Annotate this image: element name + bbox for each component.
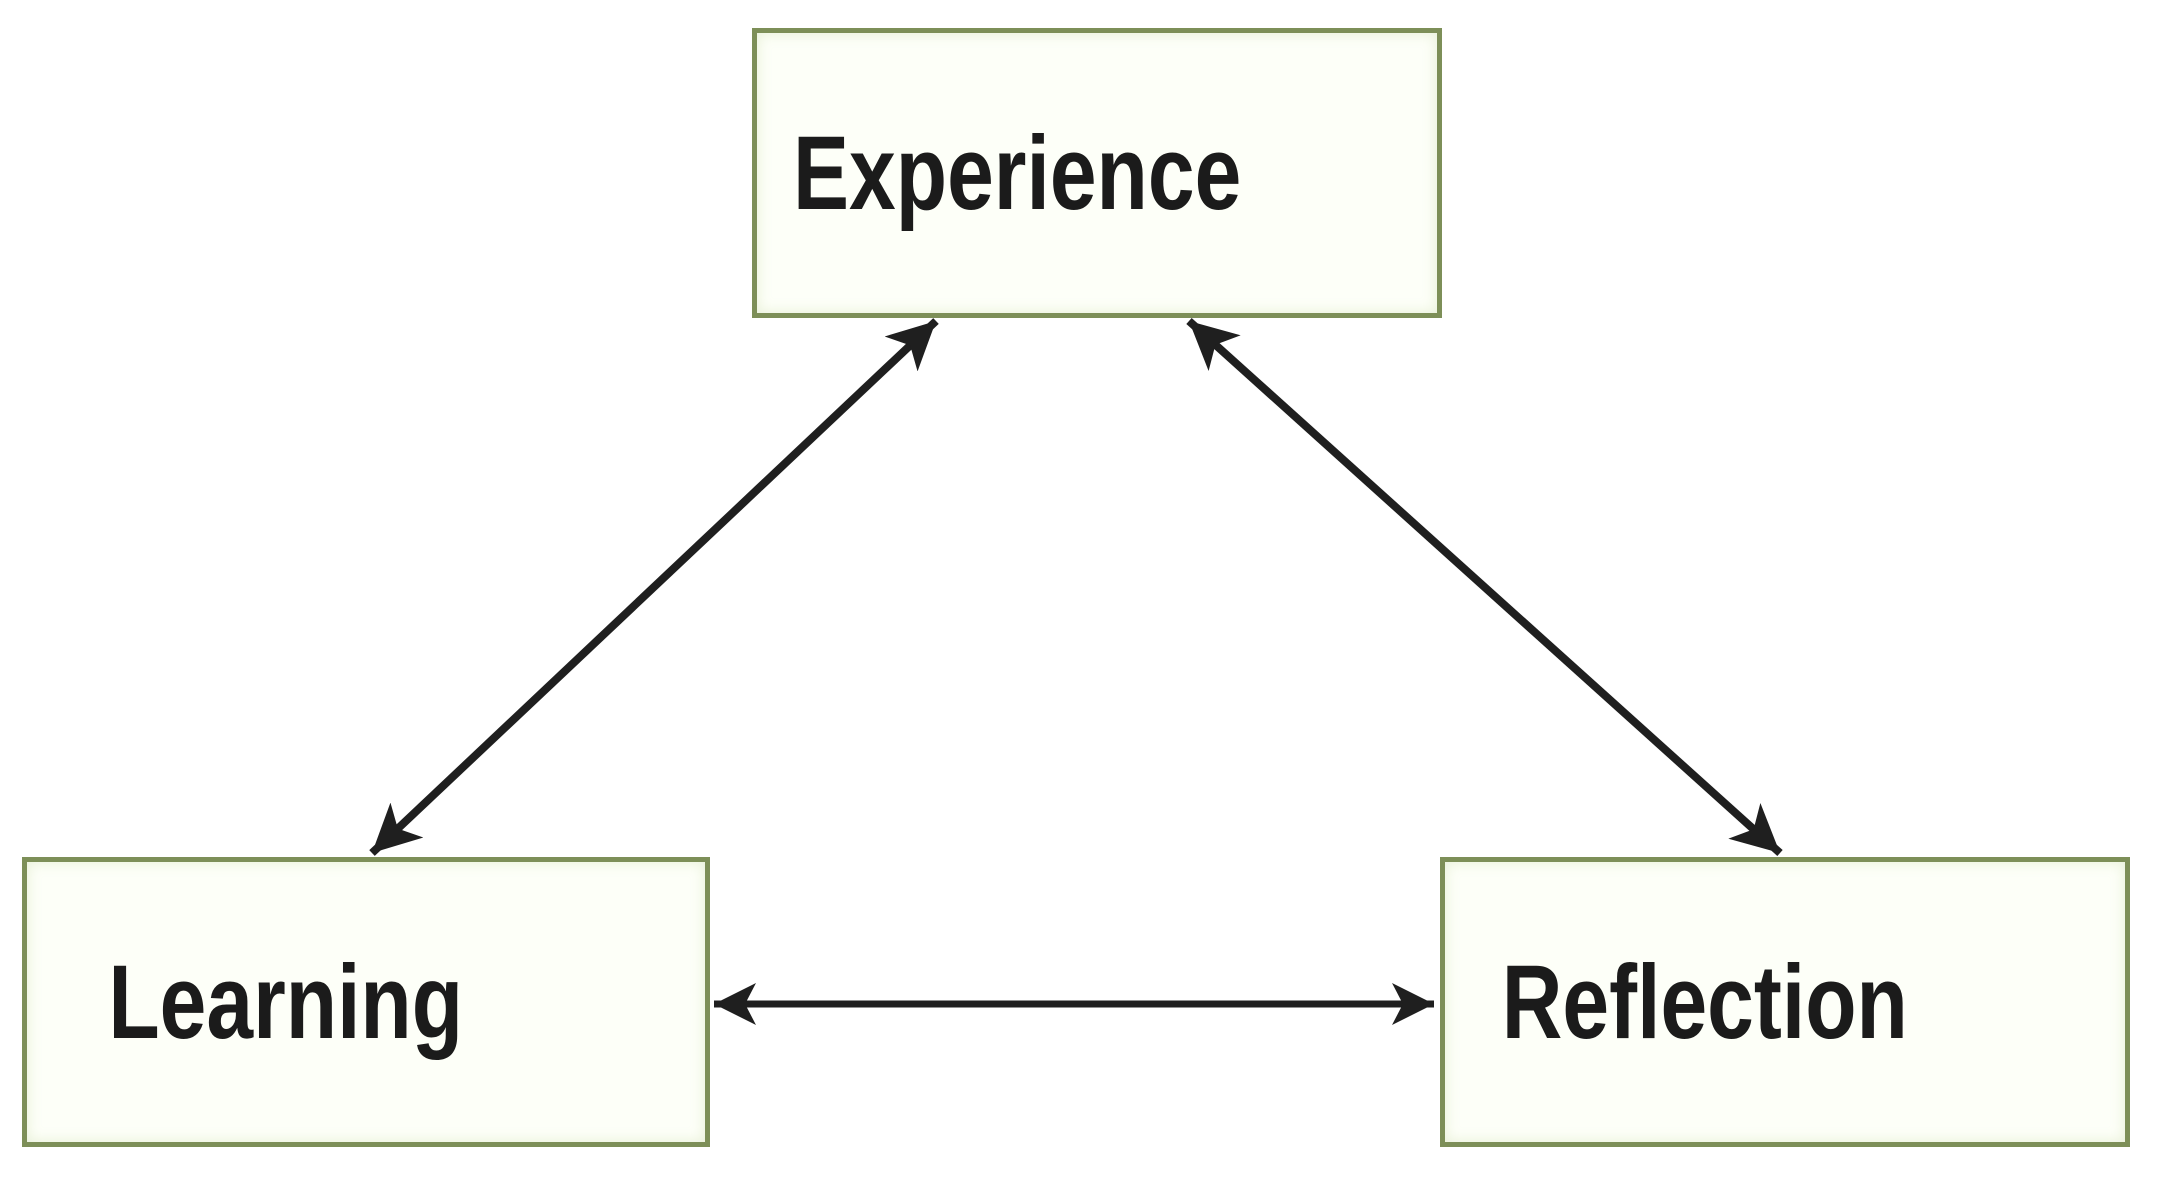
node-learning-label: Learning [108, 943, 464, 1061]
node-learning: Learning [22, 857, 710, 1147]
node-reflection: Reflection [1440, 857, 2130, 1147]
node-experience-label: Experience [792, 114, 1242, 232]
edge-learning-experience-arrow [369, 318, 939, 856]
node-reflection-label: Reflection [1501, 943, 1909, 1061]
node-experience: Experience [752, 28, 1442, 318]
edge-reflection-experience-arrow [1186, 318, 1783, 856]
